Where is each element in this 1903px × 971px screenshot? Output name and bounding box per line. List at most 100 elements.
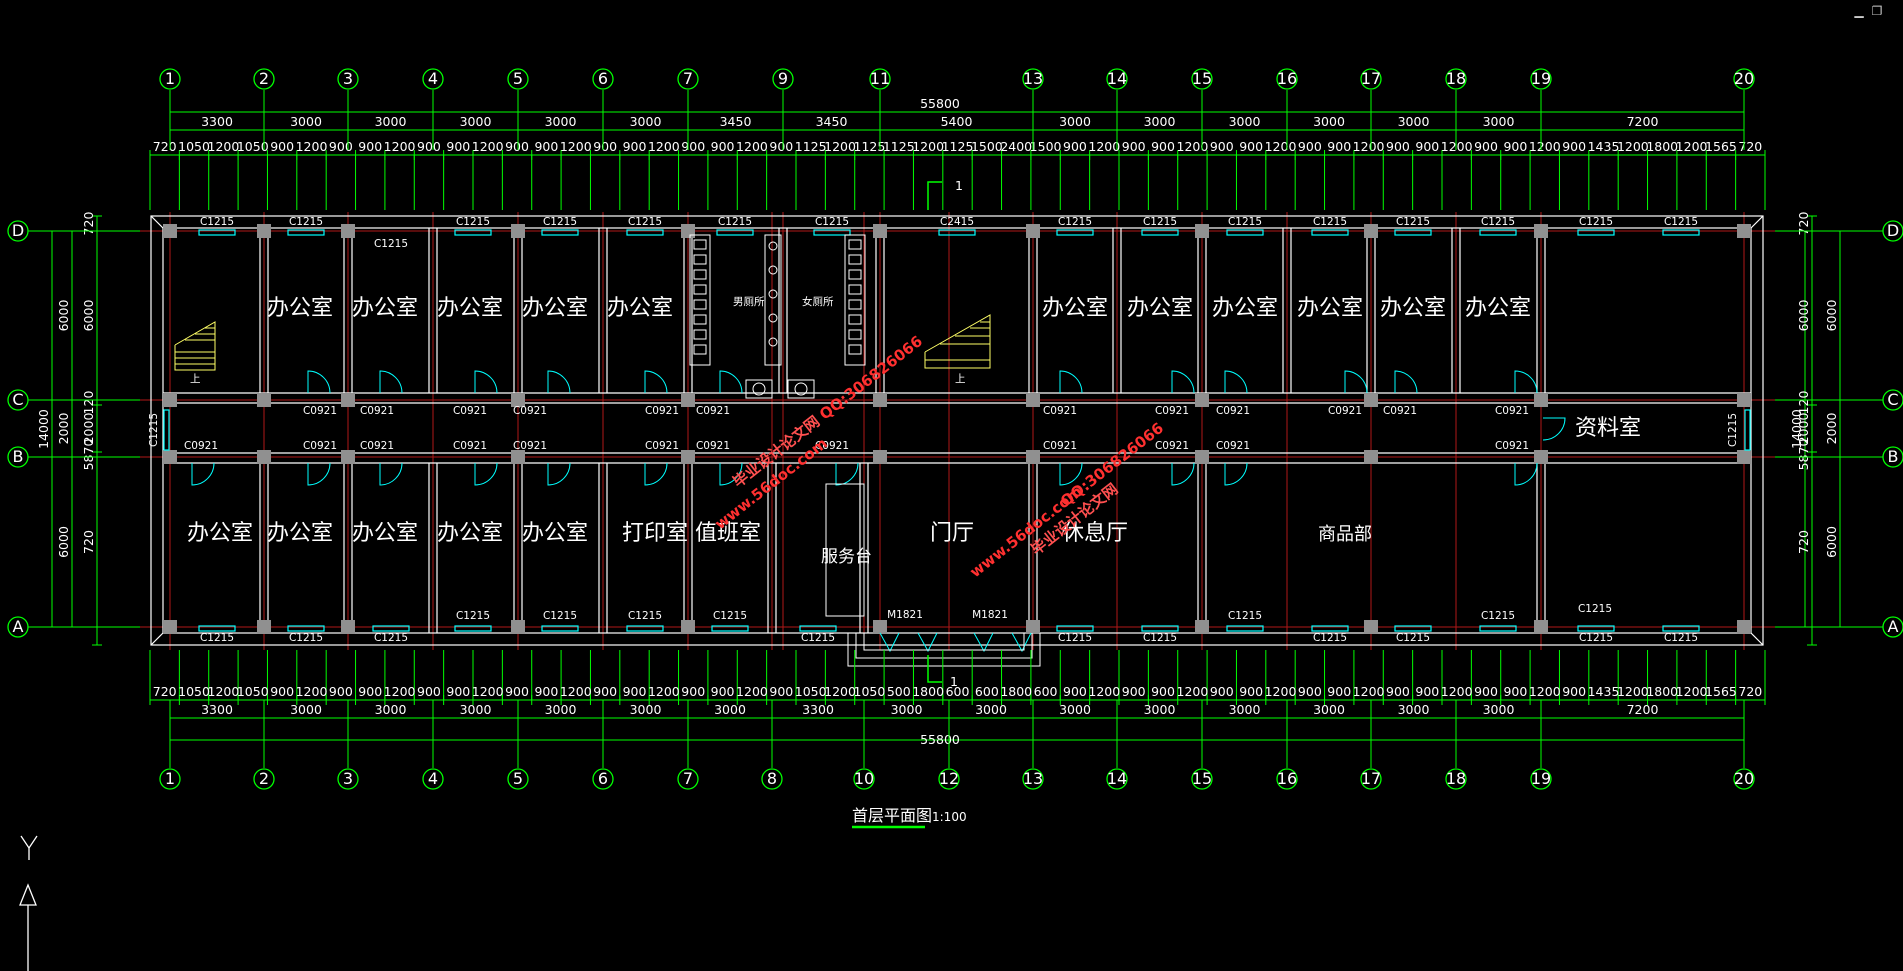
room-label-north: 办公室 bbox=[1380, 296, 1446, 321]
dim-top-minor-text: 900 bbox=[446, 139, 470, 154]
axis-bubble-right-label: D bbox=[1887, 221, 1899, 240]
door-label-c0921: C0921 bbox=[513, 405, 547, 417]
axis-bubble-right-label: B bbox=[1888, 447, 1899, 466]
door-swing-north bbox=[644, 370, 668, 394]
dim-bottom-minor-text: 900 bbox=[270, 684, 294, 699]
axis-bubble-left-label: D bbox=[12, 221, 24, 240]
room-label-north: 办公室 bbox=[1127, 296, 1193, 321]
axis-bubble-bottom-circle bbox=[1276, 768, 1298, 790]
dim-top-minor-text: 1200 bbox=[560, 139, 592, 154]
door-label-c0921: C0921 bbox=[696, 440, 730, 452]
overall-length-top: 55800 bbox=[920, 96, 960, 111]
axis-bubble-top-label: 13 bbox=[1023, 69, 1043, 88]
column bbox=[257, 224, 271, 238]
axis-bubble-bottom-label: 3 bbox=[343, 769, 353, 788]
dim-bottom-minor-text: 600 bbox=[946, 684, 970, 699]
axis-bubble-bottom-label: 1 bbox=[165, 769, 175, 788]
dim-top-minor-text: 1200 bbox=[1617, 139, 1649, 154]
dim-top-major-text: 3450 bbox=[816, 114, 848, 129]
door-label-c0921: C0921 bbox=[815, 440, 849, 452]
window-label-north: C1215 bbox=[543, 216, 577, 228]
axis-bubble-top-circle bbox=[1106, 68, 1128, 90]
window-label-south: C1215 bbox=[1664, 632, 1698, 644]
dim-top-minor-text: 1435 bbox=[1588, 139, 1620, 154]
dim-top-minor-text: 2400 bbox=[1000, 139, 1032, 154]
window-label-south: C1215 bbox=[1058, 632, 1092, 644]
door-label-c0921: C0921 bbox=[1383, 405, 1417, 417]
minimize-button[interactable]: ▁ bbox=[1854, 4, 1864, 18]
dim-top-major-text: 3000 bbox=[460, 114, 492, 129]
window-label-south: C1215 bbox=[1579, 632, 1613, 644]
restore-button[interactable]: ❐ bbox=[1871, 4, 1883, 18]
dim-bottom-minor-text: 1565 bbox=[1705, 684, 1737, 699]
axis-bubble-left-label: B bbox=[13, 447, 24, 466]
drawing-title: 首层平面图 bbox=[852, 806, 932, 825]
dim-top-major-text: 5400 bbox=[941, 114, 973, 129]
axis-bubble-bottom-label: 12 bbox=[939, 769, 959, 788]
dim-top-minor-text: 1050 bbox=[237, 139, 269, 154]
urinal bbox=[693, 344, 707, 355]
dim-top-minor-text: 720 bbox=[153, 139, 177, 154]
column bbox=[1026, 620, 1040, 634]
axis-bubble-left-circle bbox=[7, 220, 29, 242]
dim-top-minor-text: 1500 bbox=[1030, 139, 1062, 154]
door-label-c0921: C0921 bbox=[1216, 405, 1250, 417]
dim-bottom-minor-text: 500 bbox=[887, 684, 911, 699]
window-label-south: C1215 bbox=[713, 610, 747, 622]
dim-top-minor-text: 1200 bbox=[1265, 139, 1297, 154]
column bbox=[1737, 620, 1751, 634]
dim-top-major-text: 3000 bbox=[630, 114, 662, 129]
door-swing-south bbox=[719, 462, 743, 486]
dim-top-minor-text: 900 bbox=[1562, 139, 1586, 154]
axis-bubble-top-label: 11 bbox=[870, 69, 890, 88]
door-label-c0921: C0921 bbox=[453, 440, 487, 452]
axis-bubble-top-label: 1 bbox=[165, 69, 175, 88]
door-label-c0921: C0921 bbox=[513, 440, 547, 452]
axis-bubble-top-circle bbox=[869, 68, 891, 90]
window-north bbox=[1662, 229, 1700, 236]
dim-top-minor-text: 900 bbox=[358, 139, 382, 154]
room-label-south: 办公室 bbox=[267, 521, 333, 546]
window-label-north: C1215 bbox=[718, 216, 752, 228]
door-swings bbox=[191, 370, 1566, 653]
dim-top-minor-text: 900 bbox=[1298, 139, 1322, 154]
dim-top-minor-text: 1200 bbox=[912, 139, 944, 154]
axis-bubble-bottom-circle bbox=[1530, 768, 1552, 790]
dim-top-minor-text: 1200 bbox=[384, 139, 416, 154]
axis-bubble-right-label: A bbox=[1888, 617, 1899, 636]
axis-bubble-top-label: 17 bbox=[1361, 69, 1381, 88]
room-label-south: 办公室 bbox=[352, 521, 418, 546]
axis-bubble-bottom-circle bbox=[761, 768, 783, 790]
window-label-north: C1215 bbox=[1664, 216, 1698, 228]
dim-top-minor-text: 900 bbox=[534, 139, 558, 154]
axis-bubble-bottom-circle bbox=[159, 768, 181, 790]
window-label-south: C1215 bbox=[374, 632, 408, 644]
axis-bubble-bottom-circle bbox=[422, 768, 444, 790]
axis-bubble-top-label: 2 bbox=[259, 69, 269, 88]
window-north bbox=[1141, 229, 1179, 236]
dim-top-minor-text: 900 bbox=[1503, 139, 1527, 154]
dim-top-minor-text: 1200 bbox=[296, 139, 328, 154]
column bbox=[257, 393, 271, 407]
dim-bottom-minor-text: 1800 bbox=[1000, 684, 1032, 699]
dim-bottom-minor-text: 900 bbox=[1063, 684, 1087, 699]
column bbox=[341, 393, 355, 407]
axis-bubble-top-circle bbox=[253, 68, 275, 90]
door-label-m1821: M1821 bbox=[972, 609, 1008, 621]
room-label-south: 办公室 bbox=[522, 521, 588, 546]
window-south bbox=[1479, 625, 1517, 632]
dim-bottom-minor-text: 1200 bbox=[1529, 684, 1561, 699]
dim-top-major-text: 3300 bbox=[201, 114, 233, 129]
room-label-south: 办公室 bbox=[187, 521, 253, 546]
axis-bubble-bottom-label: 7 bbox=[683, 769, 693, 788]
window-north bbox=[541, 229, 579, 236]
stair-east bbox=[924, 314, 991, 369]
dim-bottom-minor-text: 1050 bbox=[237, 684, 269, 699]
dim-bottom-minor-text: 900 bbox=[1298, 684, 1322, 699]
axis-bubble-right-circle bbox=[1882, 446, 1903, 468]
door-swing-south bbox=[644, 462, 668, 486]
toilet-women-label: 女厕所 bbox=[802, 295, 834, 308]
dim-top-minor-text: 900 bbox=[623, 139, 647, 154]
